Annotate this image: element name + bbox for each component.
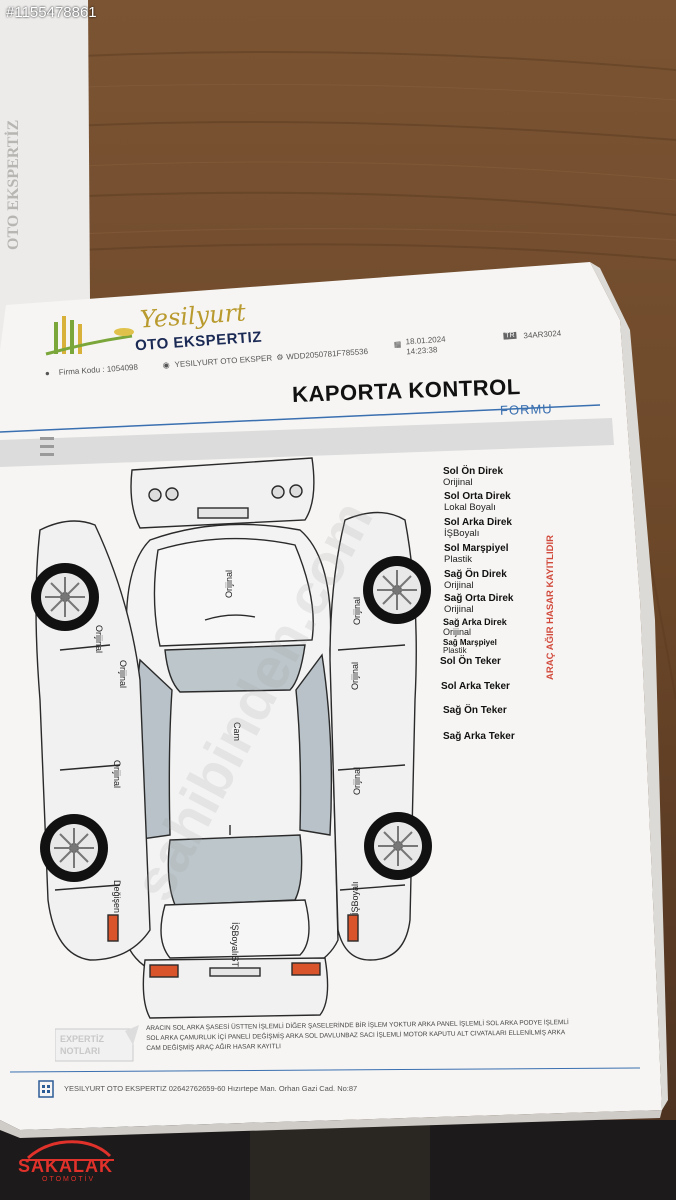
listing-id: #1155478861 — [6, 4, 97, 21]
car-damage-diagram — [31, 457, 432, 1019]
wheel-sag-arka: Sağ Arka Teker — [443, 731, 515, 742]
dealer-watermark: SAKALAK — [18, 1156, 113, 1176]
wheel-icons — [31, 556, 432, 882]
header-band — [0, 404, 614, 467]
notes-badge-icon — [55, 1025, 139, 1062]
footer-address: YESILYURT OTO EKSPERTIZ 02642762659-60 H… — [64, 1084, 358, 1093]
dealer-watermark-sub: OTOMOTİV — [42, 1176, 96, 1183]
background-paper: OTO EKSPERTİZ — [0, 0, 90, 360]
car-logo-icon — [22, 1140, 114, 1161]
building-icon — [38, 1080, 54, 1098]
wheel-sol-arka: Sol Arka Teker — [441, 681, 510, 692]
notes-label-top: EXPERTİZ — [60, 1034, 105, 1044]
notes-label-bottom: NOTLARI — [60, 1046, 100, 1056]
company-logo-icon — [45, 316, 134, 356]
svg-text:OTO EKSPERTİZ: OTO EKSPERTİZ — [3, 120, 22, 250]
wheel-sag-on: Sağ Ön Teker — [443, 705, 507, 716]
wheel-sol-on: Sol Ön Teker — [440, 656, 501, 667]
